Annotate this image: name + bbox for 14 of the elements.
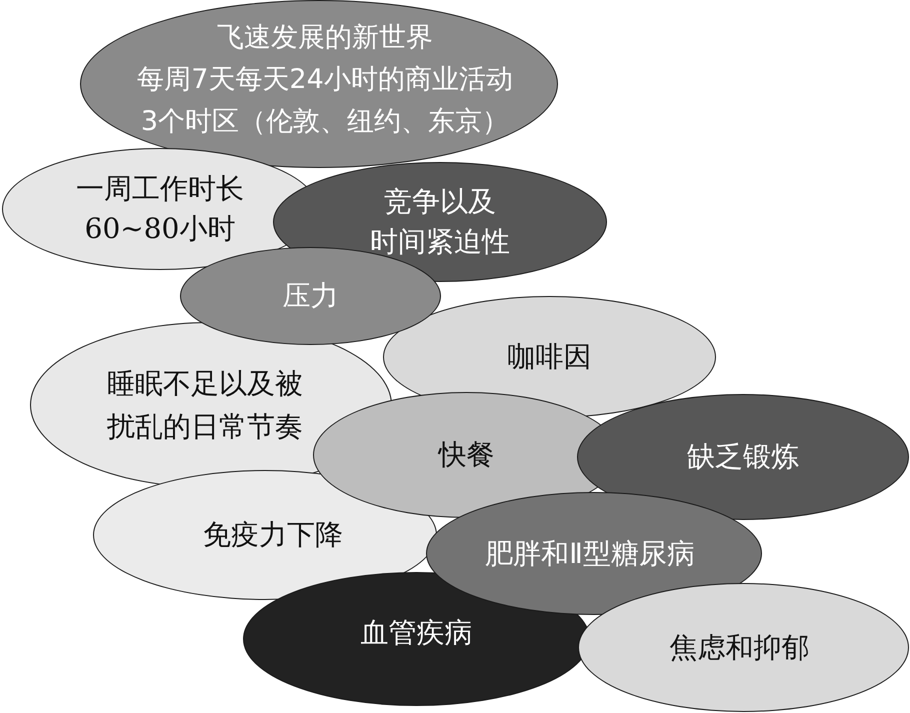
- bubble-text: 睡眠不足以及被扰乱的日常节奏: [107, 366, 303, 445]
- bubble-text: 血管疾病: [360, 615, 472, 651]
- bubble-text: 竞争以及时间紧迫性: [370, 184, 510, 260]
- bubble-text: 咖啡因: [508, 339, 592, 375]
- bubble-text: 快餐: [438, 437, 494, 473]
- bubble-text: 免疫力下降: [203, 517, 343, 553]
- bubble-text: 一周工作时长60~80小时: [76, 171, 244, 247]
- bubble-text: 飞速发展的新世界: [217, 21, 433, 55]
- bubble-text: 焦虑和抑郁: [670, 630, 810, 666]
- bubble-text: 每周7天每天24小时的商业活动: [137, 63, 513, 97]
- bubble-text: 3个时区（伦敦、纽约、东京）: [140, 105, 510, 139]
- bubble-text: 肥胖和Ⅱ型糖尿病: [485, 536, 695, 572]
- bubble-text: 缺乏锻炼: [687, 439, 799, 475]
- bubble-text: 压力: [282, 278, 338, 314]
